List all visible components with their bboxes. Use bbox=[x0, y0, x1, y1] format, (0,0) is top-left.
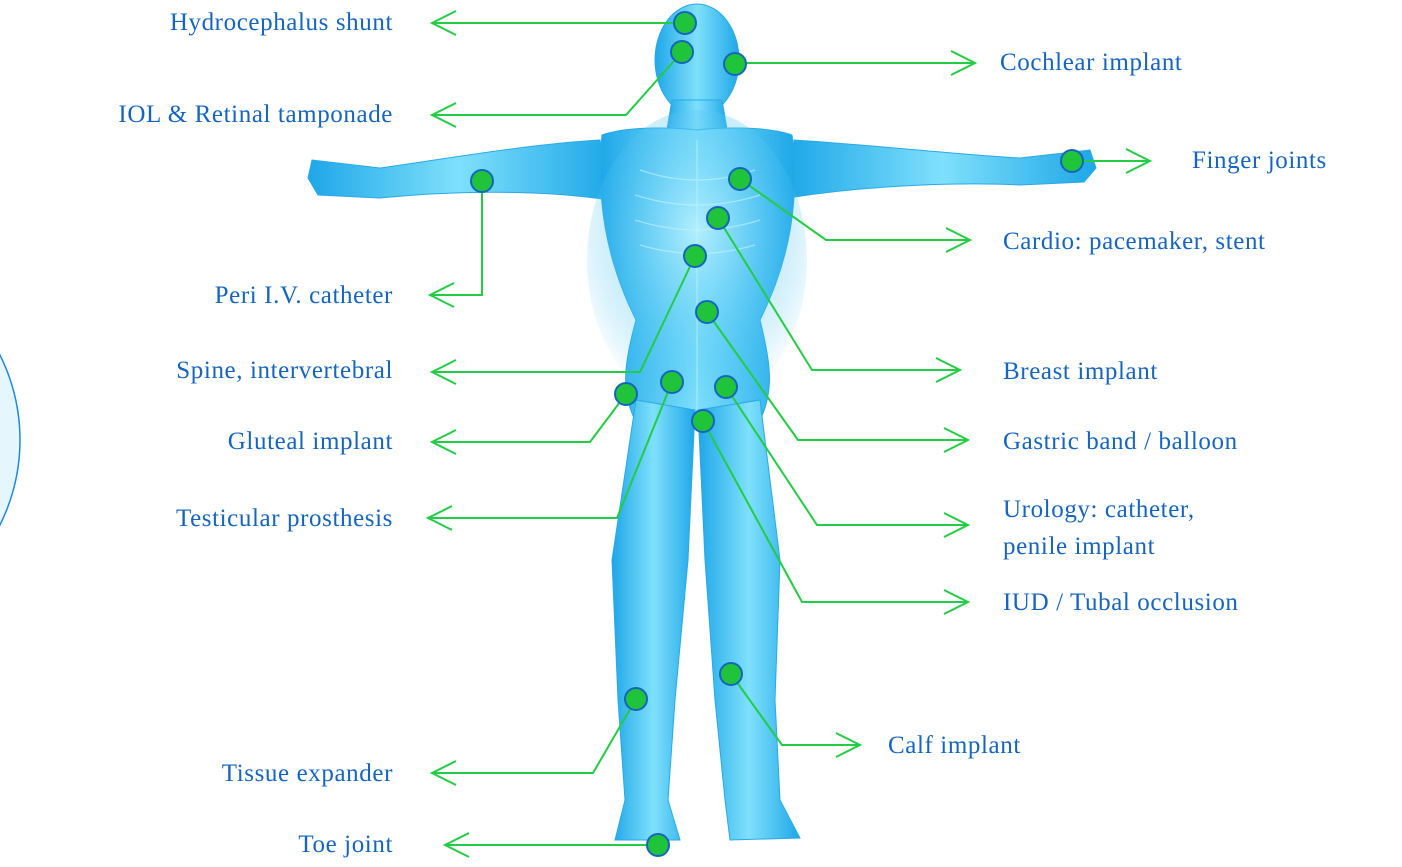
marker-iol bbox=[671, 41, 693, 63]
label-urology-line1: Urology: catheter, bbox=[1003, 496, 1195, 524]
label-toe-joint: Toe joint bbox=[298, 831, 393, 859]
side-circle-decoration bbox=[0, 250, 20, 630]
label-peri-iv-catheter: Peri I.V. catheter bbox=[215, 282, 393, 310]
marker-finger bbox=[1061, 150, 1083, 172]
marker-iud bbox=[692, 410, 714, 432]
marker-testicular bbox=[661, 371, 683, 393]
label-calf-implant: Calf implant bbox=[888, 732, 1021, 760]
label-finger-joints: Finger joints bbox=[1192, 147, 1327, 175]
label-gluteal-implant: Gluteal implant bbox=[228, 428, 393, 456]
label-hydrocephalus-shunt: Hydrocephalus shunt bbox=[170, 9, 393, 37]
marker-tissue bbox=[625, 688, 647, 710]
marker-peri-iv bbox=[471, 170, 493, 192]
label-iol-retinal-tamponade: IOL & Retinal tamponade bbox=[118, 101, 393, 129]
marker-cochlear bbox=[724, 53, 746, 75]
marker-breast bbox=[707, 207, 729, 229]
label-cochlear-implant: Cochlear implant bbox=[1000, 49, 1182, 77]
marker-cardio bbox=[729, 168, 751, 190]
label-testicular-prosthesis: Testicular prosthesis bbox=[176, 505, 393, 533]
marker-calf bbox=[720, 663, 742, 685]
marker-hydrocephalus bbox=[674, 12, 696, 34]
marker-gluteal bbox=[615, 383, 637, 405]
marker-toe bbox=[647, 834, 669, 856]
label-cardio-pacemaker-stent: Cardio: pacemaker, stent bbox=[1003, 228, 1266, 256]
marker-urology bbox=[715, 376, 737, 398]
label-gastric-band-balloon: Gastric band / balloon bbox=[1003, 428, 1238, 456]
label-breast-implant: Breast implant bbox=[1003, 358, 1158, 386]
marker-gastric bbox=[696, 301, 718, 323]
label-urology-line2: penile implant bbox=[1003, 533, 1155, 561]
marker-spine bbox=[684, 245, 706, 267]
label-iud-tubal-occlusion: IUD / Tubal occlusion bbox=[1003, 589, 1239, 617]
label-tissue-expander: Tissue expander bbox=[222, 760, 393, 788]
label-spine-intervertebral: Spine, intervertebral bbox=[176, 357, 393, 385]
